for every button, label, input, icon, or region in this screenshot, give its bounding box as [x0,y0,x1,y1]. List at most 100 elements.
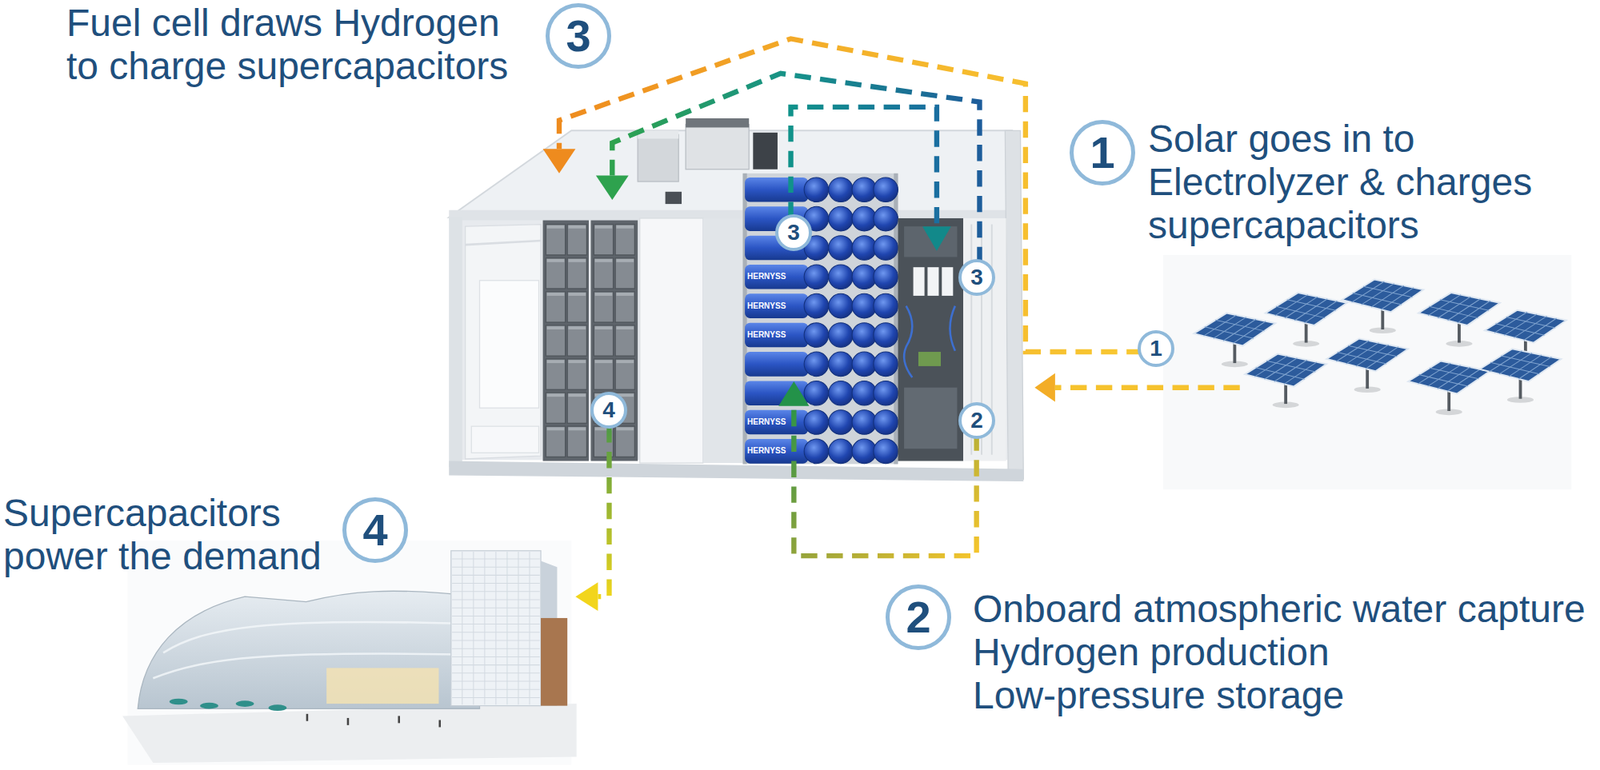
solar-panel [1408,361,1490,395]
tank-end [828,352,854,377]
tower-window-line [472,552,474,705]
supercapacitor-cell [593,325,613,356]
brick-building [540,618,568,707]
tank-end [873,439,899,464]
tower-window-line [452,656,540,658]
tank-end [828,177,854,203]
tower-window-line [452,591,540,592]
hydrogen-storage-flow [793,406,976,556]
cell-highlight [568,427,586,431]
fuel-cell-flow [612,73,980,264]
tower-windows [452,552,540,705]
solar-panel [1484,310,1567,344]
cell-highlight [595,259,613,263]
solar-to-supercapacitor-flow [559,38,1144,352]
fuel-cell-module [913,267,925,296]
tank-end [852,236,877,261]
cell-highlight [547,360,565,364]
rack-module [904,226,957,257]
wall-panel [703,218,744,464]
tank-end [873,410,899,436]
hydrogen-tank [744,177,808,203]
supercapacitor-cell [545,392,565,424]
hydrogen-tank [744,410,808,436]
callout-ring: 1 [1069,120,1136,186]
roof-vent [665,192,682,204]
callout-ring: 2 [958,402,996,440]
arrowhead [596,175,629,200]
tower-window-line [452,648,540,650]
umbrella [169,699,188,706]
callout-ring: 1 [1137,330,1175,368]
hvac-unit [465,224,541,460]
person [397,716,400,724]
city-illustration [122,551,577,764]
tank-end [804,323,829,348]
tower-window-line [452,697,540,699]
supercapacitor-cell [593,258,613,289]
hydrogen-tank [744,352,808,377]
panel-grid [1504,314,1537,336]
panel-grid [1284,362,1317,385]
tower-window-line [452,681,540,683]
panel-grid [1494,312,1528,333]
tank-end [828,293,854,319]
solar-panel [1418,292,1500,326]
supercapacitor-cell [567,292,587,323]
tower-window-line [528,552,530,705]
supercapacitor-cell [615,258,635,289]
supercapacitor-rack [543,220,589,462]
panel-grid [1356,344,1389,367]
supercapacitor-cell [593,224,613,256]
hydrogen-tank [744,323,808,348]
tower [451,551,541,707]
cell-highlight [568,360,586,364]
fuel-cell-module [927,267,939,296]
solar-panel [1479,348,1561,382]
tank-end [852,352,877,377]
step-caption: Supercapacitors power the demand [3,492,336,579]
step-caption: Low-pressure storage [972,674,1344,718]
supercapacitor-cell [545,224,565,256]
cell-highlight [547,427,565,431]
panel-grid [1352,281,1385,303]
tank-brand-label: HERNYSS [747,446,786,456]
callout-number: 2 [958,402,996,440]
hose [904,306,912,378]
tank-end [852,323,877,348]
solar-panel [1326,338,1408,372]
callout-number: 3 [958,259,996,296]
tank-end [852,380,877,406]
panel-grid [1417,363,1451,384]
electrolyzer-unit [904,388,957,450]
panel-grid [1275,295,1308,316]
callout-number: 4 [342,497,408,564]
tank-brand-label: HERNYSS [747,417,786,428]
tank-end [804,410,829,436]
supercapacitor-cell [615,359,635,390]
panel-grid [1514,316,1548,338]
tank-brand-label: HERNYSS [747,330,786,340]
cell-highlight [616,427,634,431]
callout-number: 3 [545,3,612,69]
callout-circle: 4 [590,392,628,429]
tank-end [873,264,899,290]
container-illustration [448,118,1024,482]
callout-circle: 2 [958,402,996,440]
panel-grid [1437,367,1471,389]
supercapacitor-cell [567,258,587,289]
tank-end [804,352,829,377]
tower-window-line [452,567,540,568]
callout-ring: 2 [885,584,952,651]
hvac-panel [479,280,539,408]
circuit-board [918,352,941,367]
panel-grid [1428,295,1461,316]
tank-end [873,177,899,203]
tank-end [804,177,829,203]
tower-window-line [461,552,463,705]
panel-grid [1518,356,1552,380]
plaza [122,704,577,764]
panel-grid [1232,321,1266,344]
cell-highlight [568,225,586,229]
